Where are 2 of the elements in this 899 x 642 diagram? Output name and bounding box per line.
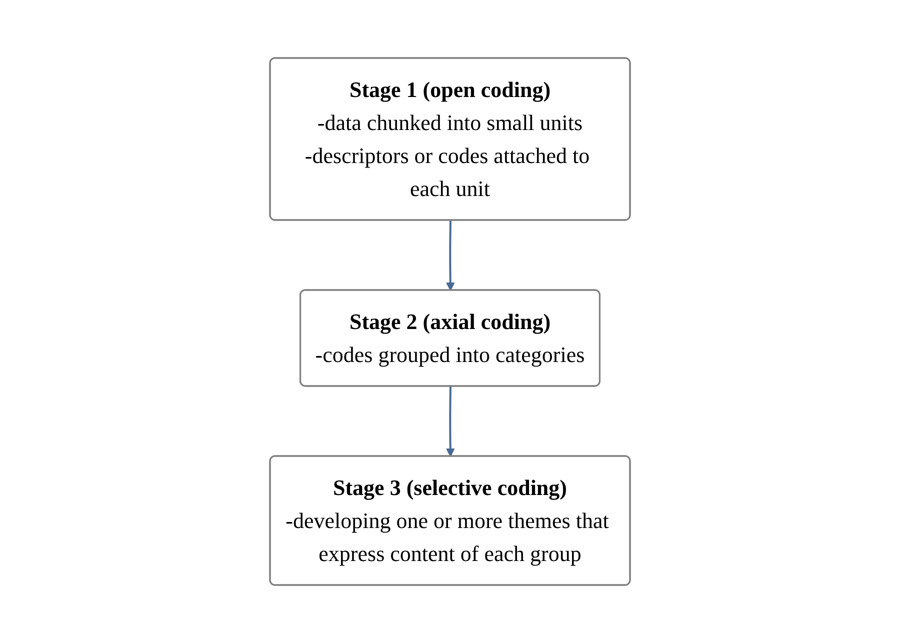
arrow	[446, 220, 454, 290]
arrow	[446, 386, 454, 456]
